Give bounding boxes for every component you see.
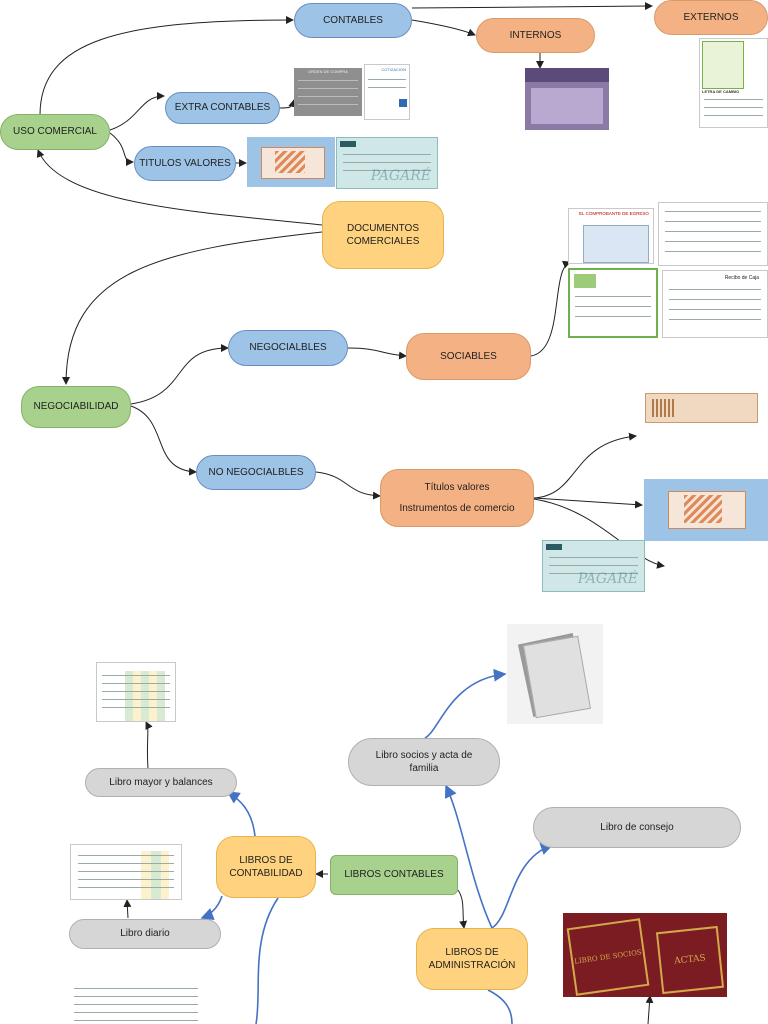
book-cover-text: ACTAS xyxy=(673,953,707,967)
ledger-image xyxy=(96,662,176,722)
node-titulos-instrumentos: Títulos valores Instrumentos de comercio xyxy=(380,469,534,527)
invoice-image xyxy=(568,268,658,338)
node-negociabilidad: NEGOCIABILIDAD xyxy=(21,386,131,428)
node-label-line: LIBROS DE xyxy=(239,854,293,866)
internal-doc-image xyxy=(525,68,609,130)
thumb-caption: PAGARÉ xyxy=(577,571,638,587)
comprobante-image: EL COMPROBANTE DE EGRESO xyxy=(568,208,654,264)
node-libros-contabilidad: LIBROS DE CONTABILIDAD xyxy=(216,836,316,898)
node-libro-diario: Libro diario xyxy=(69,919,221,949)
blue-connectors xyxy=(200,668,554,1024)
thumb-caption: ORDEN DE COMPRA xyxy=(308,69,348,74)
node-libros-administracion: LIBROS DE ADMINISTRACIÓN xyxy=(416,928,528,990)
node-libro-socios: Libro socios y acta de familia xyxy=(348,738,500,786)
node-label: EXTERNOS xyxy=(683,11,739,23)
node-sociables: SOCIABLES xyxy=(406,333,531,380)
thumb-caption: LETRA DE CAMBIO xyxy=(702,89,740,94)
node-contables: CONTABLES xyxy=(294,3,412,38)
check-image xyxy=(247,137,335,187)
thumb-caption: COTIZACION xyxy=(381,67,406,72)
node-label-line: COMERCIALES xyxy=(346,236,420,247)
minutes-book-image xyxy=(507,624,603,724)
node-libro-mayor: Libro mayor y balances xyxy=(85,768,237,797)
node-label: EXTRA CONTABLES xyxy=(174,102,271,114)
node-documentos-comerciales: DOCUMENTOS COMERCIALES xyxy=(322,201,444,269)
node-label: Libro de consejo xyxy=(600,821,674,833)
node-label: SOCIABLES xyxy=(440,350,497,362)
node-label-line: Instrumentos de comercio xyxy=(399,503,515,514)
external-doc-image: LETRA DE CAMBIO xyxy=(699,38,768,128)
voucher-image xyxy=(658,202,768,266)
node-internos: INTERNOS xyxy=(476,18,595,53)
node-label: Libro mayor y balances xyxy=(109,776,213,788)
node-externos: EXTERNOS xyxy=(654,0,768,35)
pagare-image: PAGARÉ xyxy=(336,137,438,189)
node-label: NEGOCIABILIDAD xyxy=(33,401,119,413)
book-cover-text: LIBRO DE SOCIOS xyxy=(573,948,643,966)
bond-strip-image xyxy=(645,393,758,423)
thumb-caption: EL COMPROBANTE DE EGRESO xyxy=(579,211,649,216)
node-label: TITULOS VALORES xyxy=(139,157,231,169)
node-no-negociables: NO NEGOCIALBLES xyxy=(196,455,316,490)
node-label: INTERNOS xyxy=(509,29,562,41)
actas-book-image: LIBRO DE SOCIOS ACTAS xyxy=(563,913,727,997)
node-label-line: LIBROS DE xyxy=(445,946,499,958)
node-label: Libro diario xyxy=(120,928,170,940)
node-libros-contables: LIBROS CONTABLES xyxy=(330,855,458,895)
node-titulos-valores: TITULOS VALORES xyxy=(134,146,236,181)
node-label: USO COMERCIAL xyxy=(13,126,97,138)
node-label-line: Libro socios y acta de xyxy=(375,749,473,761)
node-libro-consejo: Libro de consejo xyxy=(533,807,741,848)
node-extra-contables: EXTRA CONTABLES xyxy=(165,92,280,124)
node-label-line: DOCUMENTOS xyxy=(346,222,420,234)
thumb-caption: PAGARÉ xyxy=(370,168,431,184)
node-label-line: ADMINISTRACIÓN xyxy=(428,960,516,971)
node-label-line: Títulos valores xyxy=(424,481,490,493)
purchase-order-image: ORDEN DE COMPRA xyxy=(294,68,362,116)
cash-receipt-image: Recibo de Caja xyxy=(662,270,768,338)
node-label: CONTABLES xyxy=(323,14,383,26)
node-label: LIBROS CONTABLES xyxy=(344,869,444,881)
node-label-line: familia xyxy=(409,763,439,774)
pagare-image-2: PAGARÉ xyxy=(542,540,645,592)
thumb-caption: Recibo de Caja xyxy=(724,275,759,281)
journal-image xyxy=(70,844,182,900)
black-connectors xyxy=(36,2,665,1024)
node-label: NEGOCIALBLES xyxy=(249,342,327,354)
quotation-image: COTIZACION xyxy=(364,64,410,120)
node-negociables: NEGOCIALBLES xyxy=(228,330,348,366)
node-label: NO NEGOCIALBLES xyxy=(208,466,304,478)
node-label-line: CONTABILIDAD xyxy=(229,868,303,879)
check-image-2 xyxy=(644,479,768,541)
balance-sheet-image xyxy=(66,982,206,1024)
node-uso-comercial: USO COMERCIAL xyxy=(0,114,110,150)
